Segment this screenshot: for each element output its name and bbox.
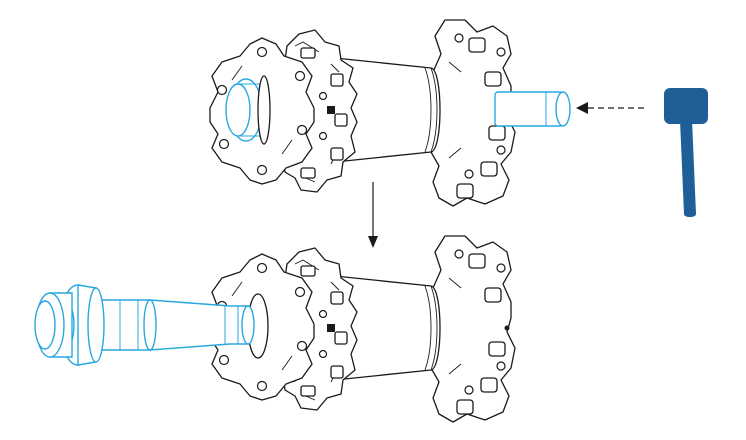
hub-assembly-before: [209, 19, 571, 207]
far-disc-flange: [430, 235, 516, 423]
end-cap-left: [225, 75, 271, 145]
arrow-down-icon: [368, 182, 378, 248]
mallet-handle: [680, 120, 696, 217]
mallet-head: [664, 88, 708, 124]
hub-assembly-after: [34, 235, 516, 423]
end-cap-pressed: [494, 91, 571, 127]
bearing-on-press-tool: [34, 284, 255, 366]
dashed-arrow-left-icon: [576, 102, 648, 114]
mallet-icon: [664, 88, 708, 217]
